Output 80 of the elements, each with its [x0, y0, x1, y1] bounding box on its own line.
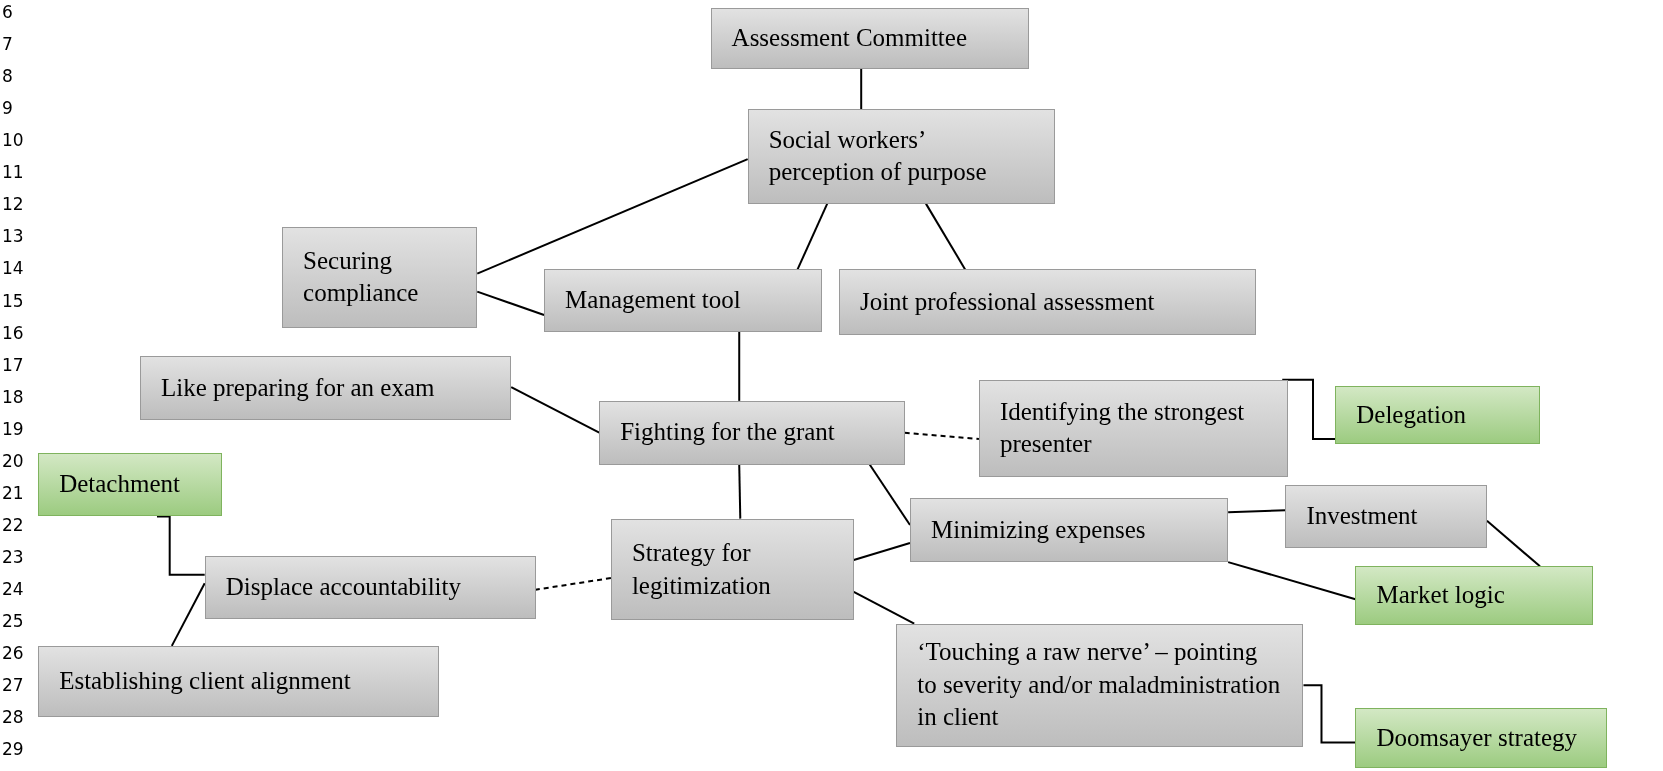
connector-line — [1302, 684, 1357, 744]
line-number: 22 — [2, 516, 24, 534]
node-text: ‘Touching a raw nerve’ – pointing to severity and/or maladministration in client — [917, 637, 1282, 733]
concept-box — [140, 356, 512, 420]
connector-line — [170, 582, 206, 647]
node-text: Detachment — [59, 469, 181, 500]
concept-box — [610, 518, 854, 621]
connector-line — [924, 202, 967, 271]
theme-box — [1335, 386, 1540, 445]
line-number: 24 — [2, 580, 24, 598]
theme-box — [1355, 708, 1607, 768]
connector-line — [155, 515, 206, 576]
line-number: 8 — [2, 68, 13, 86]
line-number: 11 — [2, 164, 24, 182]
concept-box — [204, 555, 536, 620]
node-text: Like preparing for an exam — [161, 372, 436, 403]
line-number: 29 — [2, 740, 24, 758]
connector-line — [852, 590, 916, 625]
node-text: Market logic — [1376, 580, 1506, 611]
theme-box — [38, 452, 222, 517]
dashed-connector — [903, 431, 980, 441]
node-text: Doomsayer strategy — [1376, 722, 1579, 753]
concept-box — [38, 645, 440, 717]
connector-line — [738, 330, 741, 402]
connector-line — [476, 158, 749, 275]
node-text: Social workers’ perception of purpose — [768, 124, 988, 188]
line-number: 19 — [2, 420, 24, 438]
line-number: 7 — [2, 36, 13, 54]
connector-line — [1227, 561, 1357, 601]
connector-line — [1227, 509, 1287, 514]
node-text: Securing compliance — [303, 245, 420, 309]
theme-box — [1355, 566, 1593, 625]
connector-line — [738, 463, 742, 520]
line-number: 28 — [2, 708, 24, 726]
concept-box — [1285, 484, 1487, 549]
connector-line — [1281, 378, 1337, 441]
node-text: Investment — [1306, 501, 1419, 532]
concept-box — [710, 8, 1029, 69]
connector-line — [868, 463, 911, 526]
line-number: 15 — [2, 292, 24, 310]
node-text: Delegation — [1356, 399, 1467, 430]
node-text: Establishing client alignment — [59, 666, 352, 697]
line-number: 12 — [2, 196, 24, 214]
connector-line — [476, 290, 546, 316]
concept-box — [896, 623, 1304, 747]
connector-line — [510, 386, 601, 434]
connector-line — [852, 542, 911, 561]
node-text: Assessment Committee — [731, 23, 968, 54]
line-number: 23 — [2, 548, 24, 566]
line-number: 13 — [2, 228, 24, 246]
connector-line — [1485, 519, 1541, 568]
line-number: 17 — [2, 356, 24, 374]
node-text: Management tool — [565, 285, 742, 316]
line-number: 20 — [2, 452, 24, 470]
connector-line — [860, 67, 863, 111]
connector-line — [796, 202, 829, 271]
line-number: 25 — [2, 612, 24, 630]
node-text: Identifying the strongest presenter — [999, 396, 1246, 460]
line-number: 27 — [2, 676, 24, 694]
concept-box — [599, 400, 905, 465]
concept-box — [544, 269, 822, 332]
concept-box — [978, 379, 1288, 478]
concept-box — [747, 109, 1056, 204]
line-number: 26 — [2, 644, 24, 662]
node-text: Joint professional assessment — [859, 287, 1156, 317]
node-text: Minimizing expenses — [930, 515, 1147, 546]
dashed-connector — [534, 577, 612, 591]
concept-box — [909, 498, 1229, 563]
line-number: 10 — [2, 132, 24, 150]
node-text: Displace accountability — [225, 572, 462, 603]
line-number: 21 — [2, 484, 24, 502]
line-number: 6 — [2, 4, 13, 22]
line-number: 16 — [2, 324, 24, 342]
line-number: 14 — [2, 260, 24, 278]
node-text: Fighting for the grant — [620, 417, 836, 448]
concept-box — [282, 226, 478, 328]
line-number: 9 — [2, 100, 13, 118]
line-number: 18 — [2, 388, 24, 406]
node-text: Strategy for legitimization — [631, 538, 772, 601]
concept-box — [838, 269, 1256, 336]
